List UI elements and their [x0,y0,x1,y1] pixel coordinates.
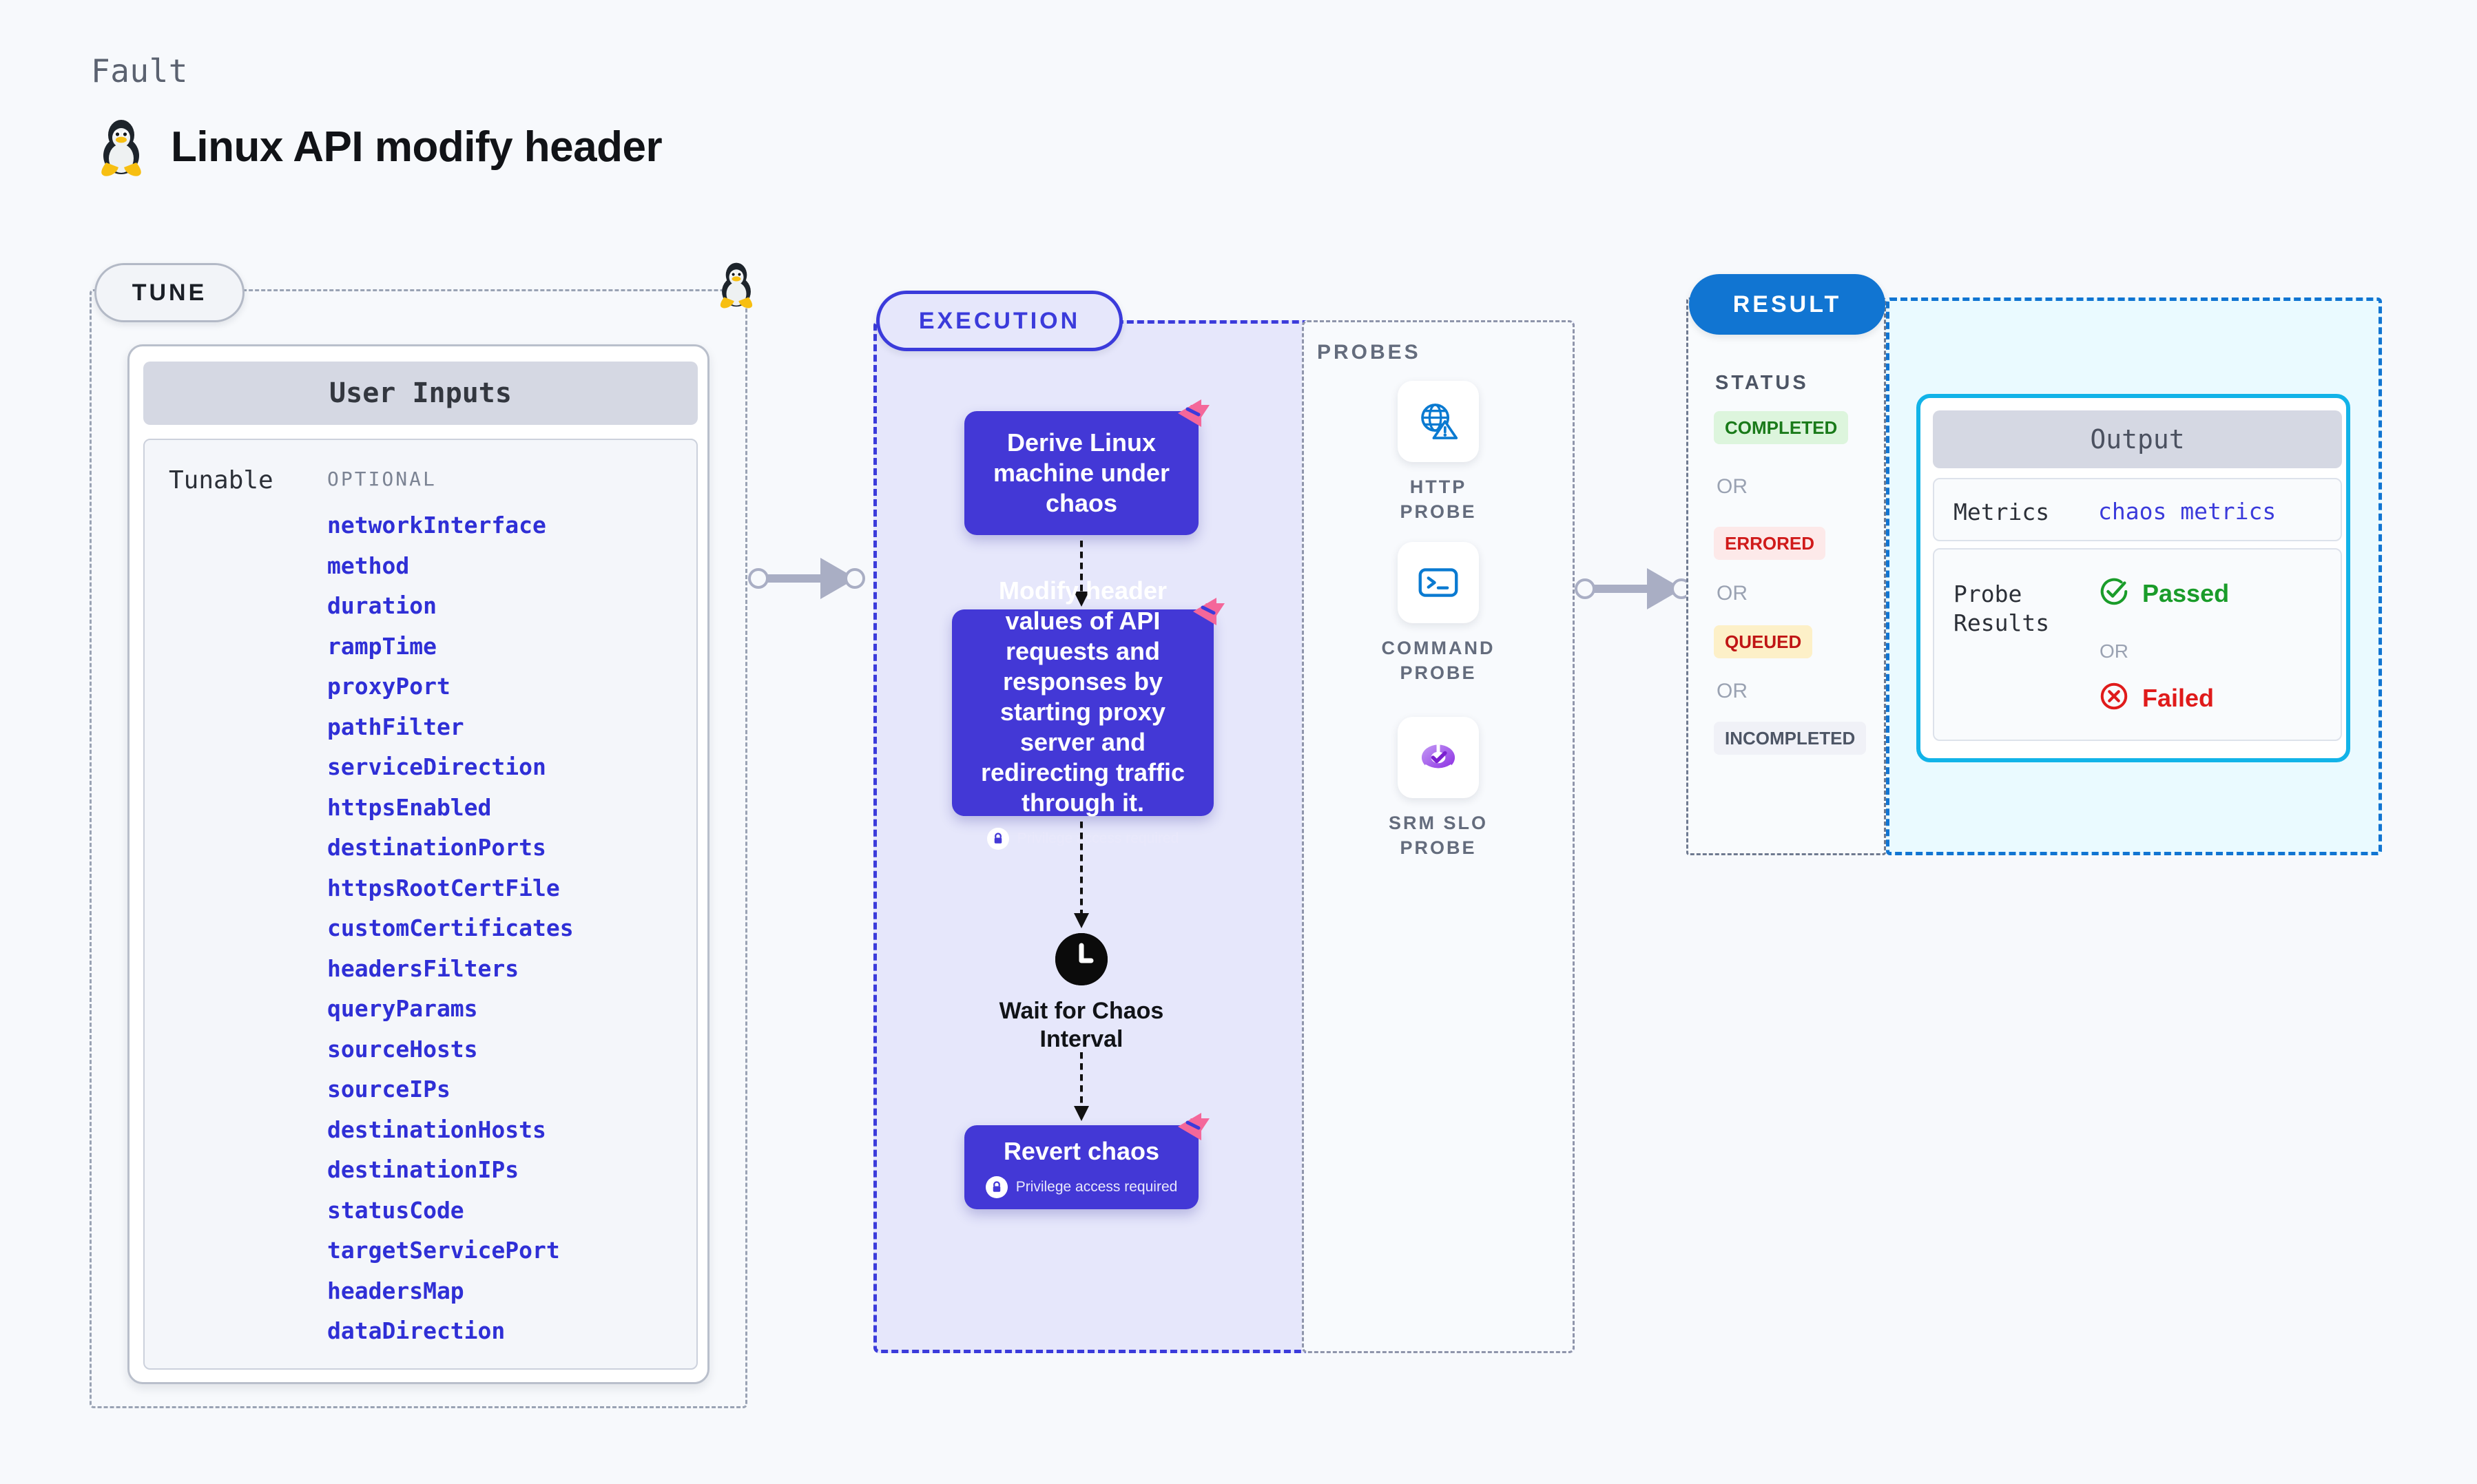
page-title: Linux API modify header [171,123,663,171]
execution-section-pill[interactable]: EXECUTION [876,291,1123,351]
tunable-param[interactable]: statusCode [327,1196,464,1224]
tunable-param[interactable]: duration [327,592,437,619]
probe-result-failed: Failed [2098,680,2214,715]
tunable-param[interactable]: serviceDirection [327,753,546,780]
slo-donut-check-icon [1398,717,1479,798]
privilege-note: Privilege access required [985,1175,1178,1198]
tunable-param[interactable]: networkInterface [327,512,546,539]
result-status-boundary [1686,297,1886,855]
status-badge-queued: QUEUED [1714,625,1813,658]
tunable-param[interactable]: destinationIPs [327,1156,519,1183]
tunable-param[interactable]: method [327,552,410,579]
tunable-param[interactable]: queryParams [327,995,478,1022]
privilege-text: Privilege access required [1015,1178,1178,1195]
x-circle-icon [2098,680,2130,715]
probe-label: SRM SLO PROBE [1388,813,1488,859]
tune-section-boundary [90,289,747,1408]
node-title: Modify header values of API requests and… [980,576,1185,817]
terminal-icon [1398,542,1479,623]
tunable-param[interactable]: targetServicePort [327,1237,560,1264]
probes-section-boundary [1302,320,1575,1353]
probe-item-srm-slo[interactable]: SRM SLO PROBE [1369,717,1507,861]
tunable-param[interactable]: rampTime [327,632,437,660]
probe-result-passed: Passed [2098,576,2229,611]
user-inputs-body: Tunable OPTIONAL networkInterface method d… [143,439,698,1370]
result-section-pill[interactable]: RESULT [1689,274,1885,335]
probes-title: PROBES [1317,341,1421,364]
probe-result-or: OR [2100,640,2128,662]
privilege-text: Privilege access required [1017,830,1179,846]
probe-label: HTTP PROBE [1400,477,1477,523]
connector-execution-to-result [1575,568,1702,609]
execution-node-revert-chaos[interactable]: Revert chaos Privilege access required [964,1125,1199,1209]
tunable-param[interactable]: headersMap [327,1277,464,1304]
tunable-param[interactable]: dataDirection [327,1317,506,1344]
tunable-param[interactable]: destinationPorts [327,834,546,861]
output-card: Output Metrics chaos metrics Probe Resul… [1916,394,2350,762]
failed-label: Failed [2142,683,2215,712]
tunable-param[interactable]: proxyPort [327,673,450,700]
output-row-metrics: Metrics chaos metrics [1933,478,2342,541]
optional-group-label: OPTIONAL [327,468,437,490]
tune-section-pill[interactable]: TUNE [94,263,245,322]
flow-arrow-derive-to-modify [1074,541,1089,607]
check-circle-icon [2098,576,2130,611]
metrics-value[interactable]: chaos metrics [2098,498,2277,525]
status-title: STATUS [1715,372,1809,394]
probe-label: COMMAND PROBE [1381,638,1495,684]
probe-item-command[interactable]: COMMAND PROBE [1369,542,1507,686]
globe-warning-icon [1398,381,1479,462]
lock-icon [986,827,1009,850]
tunable-param[interactable]: destinationHosts [327,1116,546,1143]
tunable-param[interactable]: httpsRootCertFile [327,874,560,901]
probe-results-key: Probe Results [1953,581,2050,637]
output-row-probe-results: Probe Results Passed OR F [1933,548,2342,741]
tunable-param[interactable]: sourceIPs [327,1076,450,1102]
connector-tune-to-execution [748,558,875,599]
status-badge-errored: ERRORED [1714,527,1826,560]
node-title: Revert chaos [1003,1137,1160,1166]
privilege-note: Privilege access required [986,827,1179,850]
clock-icon [1055,933,1108,985]
tunable-param[interactable]: pathFilter [327,713,464,740]
tune-linux-penguin-icon [716,260,756,312]
output-title: Output [1933,410,2342,468]
node-title: Derive Linux machine under chaos [993,428,1170,517]
user-inputs-card: User Inputs Tunable OPTIONAL networkInte… [127,344,709,1384]
fault-kicker: Fault [91,52,188,90]
passed-label: Passed [2142,578,2230,607]
lock-icon [985,1175,1008,1198]
status-or-3: OR [1717,680,1748,702]
linux-penguin-icon [96,117,146,176]
status-badge-incompleted: INCOMPLETED [1714,722,1867,755]
tunable-param[interactable]: httpsEnabled [327,793,492,821]
metrics-key: Metrics [1953,499,2050,525]
status-badge-completed: COMPLETED [1714,411,1849,444]
wait-for-chaos-label: Wait for Chaos Interval [999,998,1164,1053]
execution-node-derive[interactable]: Derive Linux machine under chaos [964,411,1199,535]
flow-arrow-modify-to-wait [1074,822,1089,928]
status-or-2: OR [1717,582,1748,605]
tunable-param[interactable]: customCertificates [327,915,574,941]
tunable-param-list: networkInterface method duration rampTime pr… [327,505,574,1352]
probe-item-http[interactable]: HTTP PROBE [1369,381,1507,525]
tunable-param[interactable]: headersFilters [327,954,519,982]
execution-node-modify-header[interactable]: Modify header values of API requests and… [952,576,1214,850]
user-inputs-title: User Inputs [143,362,698,425]
tunable-param[interactable]: sourceHosts [327,1035,478,1063]
flow-arrow-wait-to-revert [1074,1052,1089,1121]
status-or-1: OR [1717,475,1748,498]
tunable-group-label: Tunable [169,466,273,494]
page-title-row: Linux API modify header [96,117,663,176]
